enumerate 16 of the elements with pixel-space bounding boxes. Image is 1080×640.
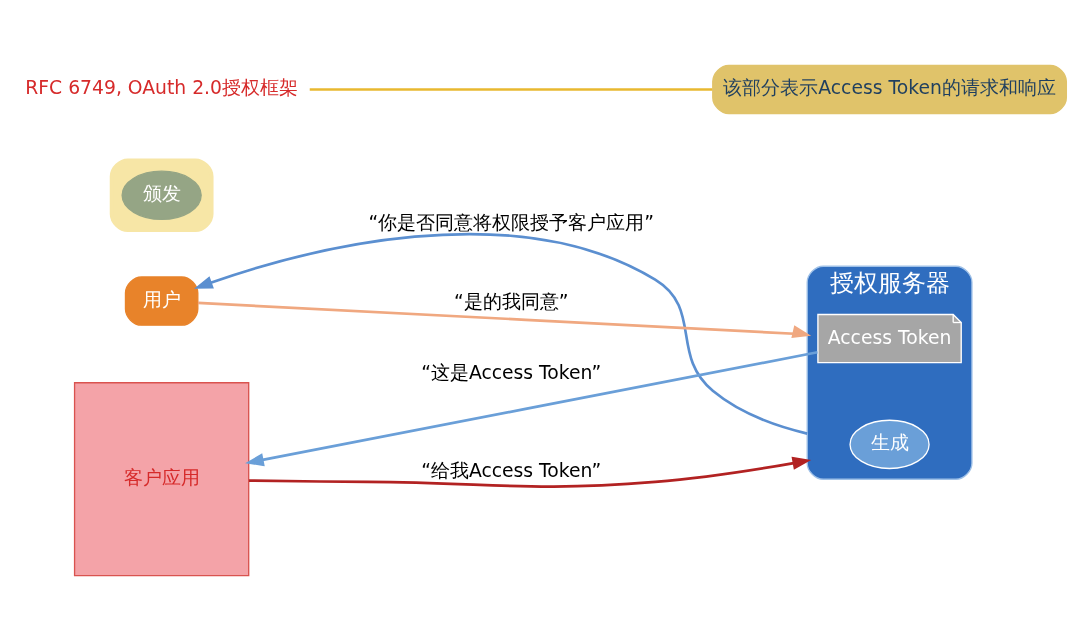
edge-label: “给我Access Token” [421, 459, 602, 481]
node-ellipse: 生成 [849, 419, 930, 469]
edge-label: “这是Access Token” [421, 361, 602, 383]
arrow [194, 232, 808, 435]
arrow [245, 350, 818, 466]
edge-label: “你是否同意将权限授予客户应用” [368, 211, 654, 233]
node-box: 用户 [124, 275, 199, 326]
node-ellipse: 颁发 [121, 170, 202, 220]
edge-label: “是的我同意” [453, 290, 569, 312]
cluster [109, 157, 214, 232]
node-box: 该部分表示Access Token的请求和响应 [712, 64, 1068, 114]
arrow [248, 456, 812, 488]
node-text: RFC 6749, OAuth 2.0授权框架 [25, 76, 298, 98]
connector [309, 87, 713, 91]
arrow [197, 301, 812, 338]
node-box: 客户应用 [73, 381, 250, 576]
